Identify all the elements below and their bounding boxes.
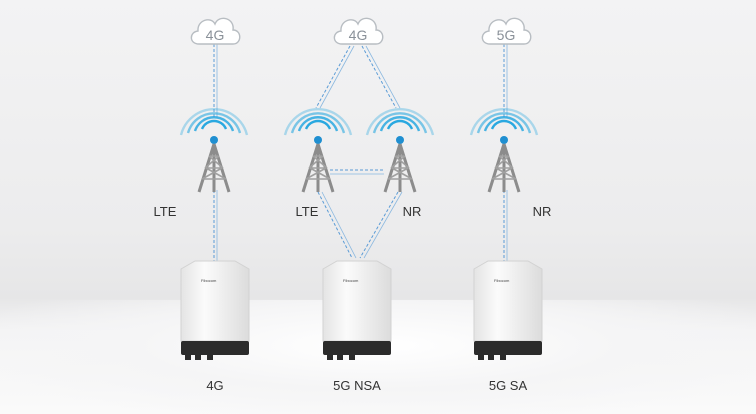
cpe-router-device: Fibocom — [180, 260, 250, 361]
link-nr-device — [359, 191, 399, 259]
cpe-router-device: Fibocom — [473, 260, 543, 361]
link-cloud-nr — [361, 45, 397, 109]
cloud-label: 5G — [497, 27, 516, 43]
cloud-label: 4G — [206, 27, 225, 43]
column-5g-nsa: 4G Fibocom — [283, 17, 435, 361]
link-cloud-lte — [315, 45, 351, 109]
tower-label-nr: NR — [402, 204, 422, 219]
tower-label-lte: LTE — [153, 204, 177, 219]
cell-tower-icon — [197, 134, 231, 194]
tower-label-lte: LTE — [295, 204, 319, 219]
device-label-4g: 4G — [206, 378, 224, 393]
tower-label-nr: NR — [532, 204, 552, 219]
signal-waves-icon — [283, 107, 353, 137]
column-4g: 4G Fibocom — [179, 17, 250, 361]
device-brand: Fibocom — [494, 278, 510, 283]
cloud-label: 4G — [349, 27, 368, 43]
cell-tower-icon — [487, 134, 521, 194]
signal-waves-icon — [469, 107, 539, 137]
column-5g-sa: 5G Fibocom — [469, 17, 543, 361]
device-label-5g-nsa: 5G NSA — [333, 378, 381, 393]
cpe-router-device: Fibocom — [322, 260, 392, 361]
device-brand: Fibocom — [201, 278, 217, 283]
link-lte-device — [317, 191, 353, 259]
cloud-icon: 5G — [481, 17, 532, 45]
device-label-5g-sa: 5G SA — [488, 378, 528, 393]
cell-tower-icon — [301, 134, 335, 194]
signal-waves-icon — [365, 107, 435, 137]
cell-tower-icon — [383, 134, 417, 194]
cloud-icon: 4G — [333, 17, 384, 45]
signal-waves-icon — [179, 107, 249, 137]
cloud-icon: 4G — [190, 17, 241, 45]
device-brand: Fibocom — [343, 278, 359, 283]
